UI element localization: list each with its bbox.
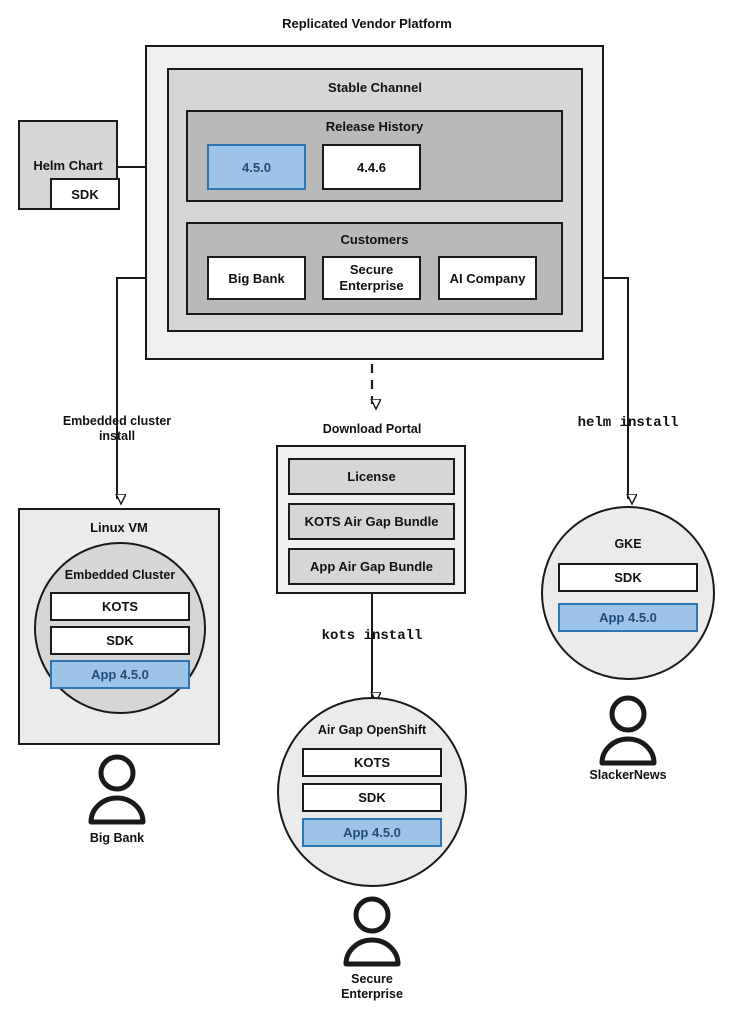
gke-component-sdk-label: SDK xyxy=(614,570,642,585)
customer-big-bank-label: Big Bank xyxy=(228,270,285,286)
release-4-5-0[interactable]: 4.5.0 xyxy=(207,144,306,190)
actor-big-bank-label: Big Bank xyxy=(89,831,145,845)
linux-vm-component-kots[interactable]: KOTS xyxy=(50,592,190,621)
openshift-component-sdk[interactable]: SDK xyxy=(302,783,442,812)
customer-secure-enterprise-label: Secure Enterprise xyxy=(339,262,404,293)
customer-ai-company-label: AI Company xyxy=(449,270,526,286)
openshift-component-app-label: App 4.5.0 xyxy=(343,825,401,840)
release-4-4-6[interactable]: 4.4.6 xyxy=(322,144,421,190)
target-air-gap-openshift-label: Air Gap OpenShift xyxy=(317,723,427,737)
edge-label-embedded-cluster-install: Embedded cluster install xyxy=(62,414,172,444)
openshift-component-kots-label: KOTS xyxy=(353,755,391,770)
linux-vm-component-app[interactable]: App 4.5.0 xyxy=(50,660,190,689)
target-gke-label: GKE xyxy=(614,537,642,551)
target-gke-circle xyxy=(541,506,715,680)
openshift-component-app[interactable]: App 4.5.0 xyxy=(302,818,442,847)
actor-secure-enterprise-label: Secure Enterprise xyxy=(341,972,403,1002)
portal-artifact-license[interactable]: License xyxy=(288,458,455,495)
embedded-cluster-label: Embedded Cluster xyxy=(64,568,176,582)
linux-vm-component-kots-label: KOTS xyxy=(101,599,139,614)
portal-artifact-app-air-gap-bundle-label: App Air Gap Bundle xyxy=(309,559,434,574)
actor-slackernews-label: SlackerNews xyxy=(589,768,667,782)
linux-vm-component-sdk[interactable]: SDK xyxy=(50,626,190,655)
gke-component-sdk[interactable]: SDK xyxy=(558,563,698,592)
release-history-label: Release History xyxy=(325,119,424,134)
stable-channel-label: Stable Channel xyxy=(328,80,422,95)
customers-label: Customers xyxy=(340,232,409,247)
portal-artifact-app-air-gap-bundle[interactable]: App Air Gap Bundle xyxy=(288,548,455,585)
linux-vm-component-app-label: App 4.5.0 xyxy=(91,667,149,682)
edge-label-helm-install: helm install xyxy=(577,415,679,431)
release-4-4-6-label: 4.4.6 xyxy=(357,159,386,175)
download-portal-title: Download Portal xyxy=(322,422,422,436)
helm-chart-label: Helm Chart xyxy=(33,157,103,173)
linux-vm-component-sdk-label: SDK xyxy=(106,633,134,648)
release-4-5-0-label: 4.5.0 xyxy=(242,159,271,175)
customer-big-bank[interactable]: Big Bank xyxy=(207,256,306,300)
customer-secure-enterprise[interactable]: Secure Enterprise xyxy=(322,256,421,300)
target-linux-vm-label: Linux VM xyxy=(90,520,148,535)
helm-chart-sdk-box[interactable]: SDK xyxy=(50,178,120,210)
portal-artifact-license-label: License xyxy=(347,469,396,484)
customer-ai-company[interactable]: AI Company xyxy=(438,256,537,300)
openshift-component-kots[interactable]: KOTS xyxy=(302,748,442,777)
gke-component-app[interactable]: App 4.5.0 xyxy=(558,603,698,632)
portal-artifact-kots-air-gap-bundle-label: KOTS Air Gap Bundle xyxy=(304,514,439,529)
openshift-component-sdk-label: SDK xyxy=(358,790,386,805)
helm-chart-sdk-label: SDK xyxy=(71,186,99,202)
page-title: Replicated Vendor Platform xyxy=(282,16,452,31)
edge-label-kots-install: kots install xyxy=(321,628,423,644)
gke-component-app-label: App 4.5.0 xyxy=(599,610,657,625)
portal-artifact-kots-air-gap-bundle[interactable]: KOTS Air Gap Bundle xyxy=(288,503,455,540)
